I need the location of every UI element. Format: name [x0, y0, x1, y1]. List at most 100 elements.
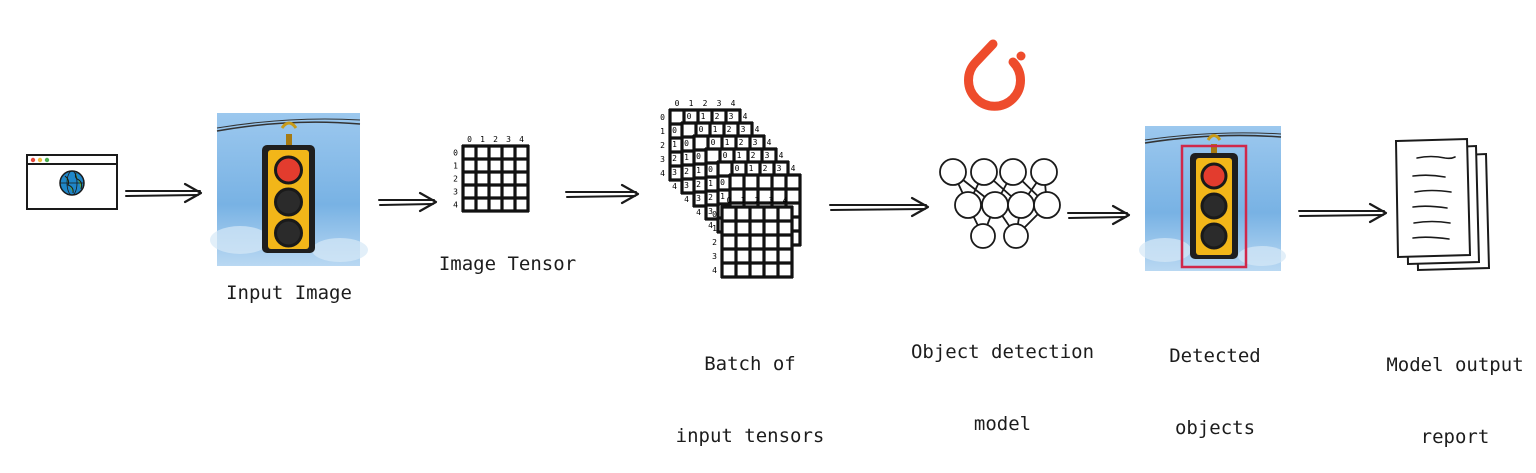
tensor-row-index: 3	[453, 188, 458, 197]
tensor-row-index: 3	[712, 252, 717, 261]
tensor-column-index: 4	[779, 151, 784, 160]
detection-bounding-box	[1180, 144, 1248, 269]
tensor-column-index: 0	[699, 125, 704, 134]
tensor-column-index: 4	[755, 125, 760, 134]
tensor-column-index: 2	[727, 125, 732, 134]
tensor-column-index: 4	[519, 135, 524, 144]
tensor-column-index: 3	[741, 125, 746, 134]
tensor-row-index: 2	[712, 238, 717, 247]
tensor-row-index: 0	[712, 210, 717, 219]
tensor-column-index: 1	[701, 112, 706, 121]
tensor-column-index: 1	[480, 135, 485, 144]
tensor-column-index: 2	[751, 151, 756, 160]
tensor-column-index: 1	[741, 196, 746, 205]
tensor-column-index: 3	[765, 151, 770, 160]
tensor-column-index: 1	[737, 151, 742, 160]
tensor-column-index: 0	[675, 99, 680, 108]
tensor-row-index: 1	[712, 224, 717, 233]
tensor-row-index: 4	[708, 221, 713, 230]
tensor-row-index: 0	[660, 113, 665, 122]
tensor-column-index: 2	[703, 99, 708, 108]
tensor-row-index: 4	[684, 195, 689, 204]
tensor-row-index: 0	[696, 152, 701, 161]
tensor-row-index: 2	[453, 175, 458, 184]
input-image-label: Input Image	[226, 282, 352, 304]
tensor-column-index: 3	[769, 196, 774, 205]
tensor-column-index: 4	[767, 138, 772, 147]
tensor-row-index: 2	[684, 167, 689, 176]
tensor-row-index: 3	[696, 194, 701, 203]
tensor-row-index: 0	[708, 165, 713, 174]
tensor-row-index: 4	[696, 208, 701, 217]
tensor-column-index: 2	[739, 138, 744, 147]
arrow-4	[829, 196, 930, 218]
tensor-column-index: 4	[783, 196, 788, 205]
tensor-column-index: 4	[791, 164, 796, 173]
report-label-line1: Model output	[1386, 354, 1524, 376]
tensor-column-index: 3	[717, 99, 722, 108]
detected-label-line2: objects	[1174, 417, 1256, 439]
batch-label: Batch of input tensors	[660, 304, 840, 472]
tensor-column-index: 1	[749, 164, 754, 173]
tensor-row-index: 1	[684, 153, 689, 162]
tensor-row-index: 1	[696, 166, 701, 175]
tensor-column-index: 4	[731, 99, 736, 108]
tensor-row-index: 0	[684, 139, 689, 148]
neural-network-icon	[939, 158, 1061, 249]
detected-label: Detected objects	[1140, 296, 1290, 464]
tensor-row-index: 3	[672, 168, 677, 177]
arrow-5	[1067, 204, 1131, 226]
arrow-2	[378, 191, 438, 213]
tensor-column-index: 0	[687, 112, 692, 121]
tensor-row-index: 2	[660, 141, 665, 150]
tensor-column-index: 3	[506, 135, 511, 144]
tensor-row-index: 1	[453, 162, 458, 171]
pytorch-logo	[964, 39, 1026, 111]
tensor-column-index: 3	[753, 138, 758, 147]
tensor-row-index: 1	[672, 140, 677, 149]
tensor-row-index: 1	[720, 192, 725, 201]
tensor-row-index: 4	[660, 169, 665, 178]
report-label: Model output report	[1380, 305, 1530, 473]
input-image	[210, 113, 368, 266]
detected-objects-image	[1139, 126, 1286, 271]
tensor-column-index: 3	[777, 164, 782, 173]
tensor-row-index: 2	[708, 193, 713, 202]
document-stack-icon	[1394, 137, 1491, 272]
tensor-column-index: 2	[755, 196, 760, 205]
arrow-1	[125, 182, 203, 204]
tensor-column-index: 0	[735, 164, 740, 173]
model-label-line2: model	[973, 413, 1032, 435]
tensor-row-index: 0	[672, 126, 677, 135]
tensor-column-index: 2	[493, 135, 498, 144]
tensor-row-index: 3	[708, 207, 713, 216]
tensor-column-index: 2	[763, 164, 768, 173]
tensor-row-index: 4	[712, 266, 717, 275]
tensor-row-index: 4	[453, 201, 458, 210]
batch-label-line1: Batch of	[704, 353, 796, 375]
tensor-column-index: 1	[725, 138, 730, 147]
tensor-row-index: 3	[660, 155, 665, 164]
browser-globe-icon	[26, 154, 118, 210]
tensor-column-index: 0	[711, 138, 716, 147]
tensor-row-index: 3	[684, 181, 689, 190]
tensor-column-index: 1	[713, 125, 718, 134]
tensor-column-index: 0	[467, 135, 472, 144]
arrow-3	[565, 183, 640, 205]
tensor-column-index: 2	[715, 112, 720, 121]
image-tensor-label: Image Tensor	[438, 253, 577, 275]
detected-label-line1: Detected	[1169, 345, 1261, 367]
tensor-row-index: 1	[660, 127, 665, 136]
tensor-row-index: 1	[708, 179, 713, 188]
report-label-line2: report	[1420, 426, 1490, 448]
tensor-column-index: 0	[727, 196, 732, 205]
batch-label-line2: input tensors	[675, 425, 825, 447]
tensor-column-index: 1	[689, 99, 694, 108]
tensor-row-index: 0	[720, 178, 725, 187]
tensor-column-index: 4	[743, 112, 748, 121]
